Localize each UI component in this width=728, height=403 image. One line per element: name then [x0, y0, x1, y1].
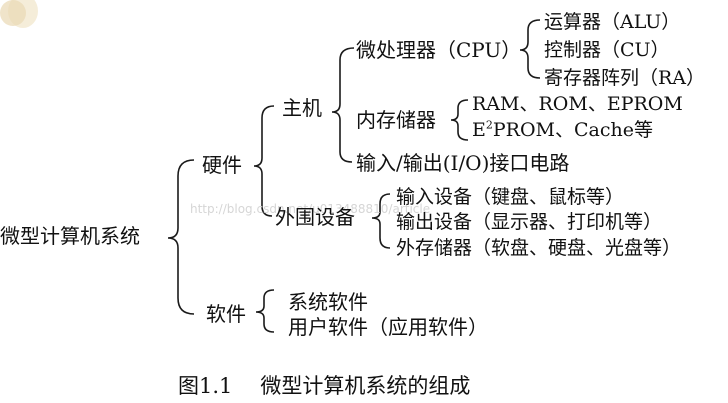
cpu-label: 微处理器（CPU）: [356, 38, 522, 62]
host-brace: [331, 47, 355, 163]
software-item-user: 用户软件（应用软件）: [288, 315, 488, 339]
io-label: 输入/输出(I/O)接口电路: [356, 151, 570, 175]
host-label: 主机: [282, 96, 322, 120]
software-brace: [255, 289, 275, 333]
memory-item-ram: RAM、ROM、EPROM: [472, 93, 683, 115]
decorative-blob: [0, 0, 26, 26]
peripheral-item-output: 输出设备（显示器、打印机等）: [396, 211, 663, 233]
cpu-item-ra: 寄存器阵列（RA）: [544, 67, 706, 89]
peripheral-item-input: 输入设备（键盘、鼠标等）: [396, 186, 625, 208]
root-label: 微型计算机系统: [0, 224, 140, 248]
memory-item-rest: PROM、Cache等: [492, 119, 653, 141]
memory-item-prefix: E: [472, 119, 486, 141]
software-item-system: 系统软件: [288, 290, 368, 314]
peripheral-item-storage: 外存储器（软盘、硬盘、光盘等）: [396, 237, 682, 259]
cpu-item-alu: 运算器（ALU）: [544, 11, 681, 33]
memory-brace: [450, 99, 469, 141]
caption-text: 微型计算机系统的组成: [260, 374, 471, 398]
cpu-brace: [519, 19, 541, 79]
memory-label: 内存储器: [356, 108, 436, 132]
memory-item-superscript: 2: [485, 118, 493, 132]
memory-item-eeprom: E2PROM、Cache等: [472, 118, 653, 142]
peripherals-brace: [371, 193, 391, 249]
software-label: 软件: [206, 302, 246, 326]
peripherals-label: 外围设备: [275, 205, 355, 229]
figure-caption: 图1.1 微型计算机系统的组成: [178, 370, 470, 400]
watermark-text: http://blog.csdn.net/u013488810/article: [190, 202, 431, 216]
hardware-label: 硬件: [202, 153, 242, 177]
root-brace: [167, 159, 195, 315]
hardware-brace: [253, 105, 275, 217]
caption-number: 图1.1: [178, 374, 233, 398]
cpu-item-cu: 控制器（CU）: [544, 39, 670, 61]
